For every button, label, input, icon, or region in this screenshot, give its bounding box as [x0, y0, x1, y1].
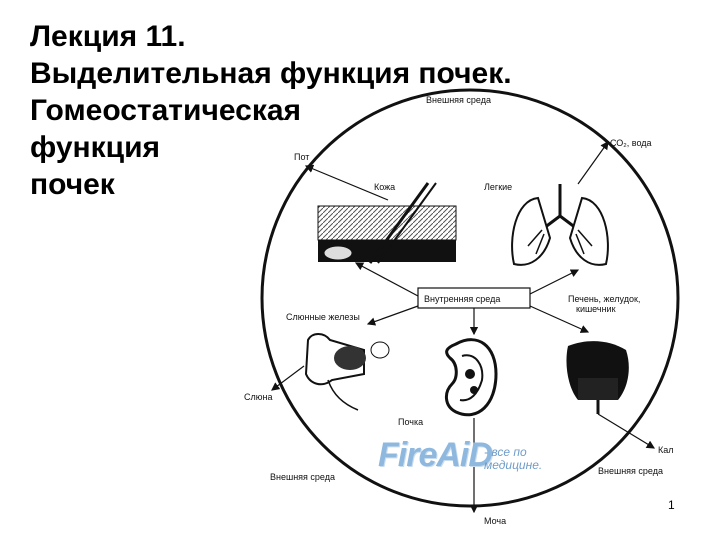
- saliva-label: Слюна: [244, 392, 272, 402]
- lungs-illustration: [511, 184, 609, 266]
- salivary-glands-label: Слюнные железы: [286, 312, 360, 322]
- arrow-to-salivary: [366, 305, 419, 326]
- saliva-arrow: [271, 365, 305, 391]
- salivary-illustration: [304, 333, 390, 411]
- external-environment-top-label: Внешняя среда: [426, 95, 491, 105]
- slide-title: Лекция 11. Выделительная функция почек. …: [30, 18, 630, 203]
- external-environment-right-label: Внешняя среда: [598, 466, 663, 476]
- page-number: 1: [668, 498, 675, 512]
- internal-environment-label: Внутренняя среда: [424, 294, 500, 304]
- co2-water-label: СО₂, вода: [610, 138, 652, 148]
- arrow-to-lungs: [529, 269, 580, 295]
- excretion-diagram: Внешняя среда СО₂, вода Пот Кожа Легкие …: [238, 88, 700, 528]
- kidney-illustration: [445, 338, 498, 417]
- lungs-label: Легкие: [484, 182, 512, 192]
- digestive-illustration: [566, 341, 629, 414]
- liver-gut-label-1: Печень, желудок,: [568, 294, 640, 304]
- skin-label: Кожа: [374, 182, 395, 192]
- kidney-label: Почка: [398, 417, 423, 427]
- title-line: Лекция 11.: [30, 20, 186, 53]
- title-line: Выделительная функция почек.: [30, 57, 512, 90]
- arrow-to-skin: [354, 262, 419, 297]
- sweat-arrow: [304, 164, 389, 201]
- fireaid-watermark: FireAiD - все по медицине.: [378, 436, 578, 480]
- title-line: почек: [30, 168, 115, 201]
- urine-label: Моча: [484, 516, 506, 526]
- title-line: функция: [30, 131, 161, 164]
- external-environment-left-label: Внешняя среда: [270, 472, 335, 482]
- liver-gut-label-2: кишечник: [576, 304, 616, 314]
- arrow-to-gut: [529, 305, 590, 333]
- co2-arrow: [577, 141, 609, 185]
- title-line: Гомеостатическая: [30, 94, 302, 127]
- feces-label: Кал: [658, 445, 674, 455]
- watermark-tagline: - все по медицине.: [484, 445, 543, 472]
- feces-arrow: [597, 413, 656, 449]
- sweat-label: Пот: [294, 152, 309, 162]
- skin-illustration: [317, 182, 457, 264]
- diagram-svg: Внешняя среда СО₂, вода Пот Кожа Легкие …: [244, 88, 680, 526]
- watermark-brand: FireAiD: [378, 436, 493, 474]
